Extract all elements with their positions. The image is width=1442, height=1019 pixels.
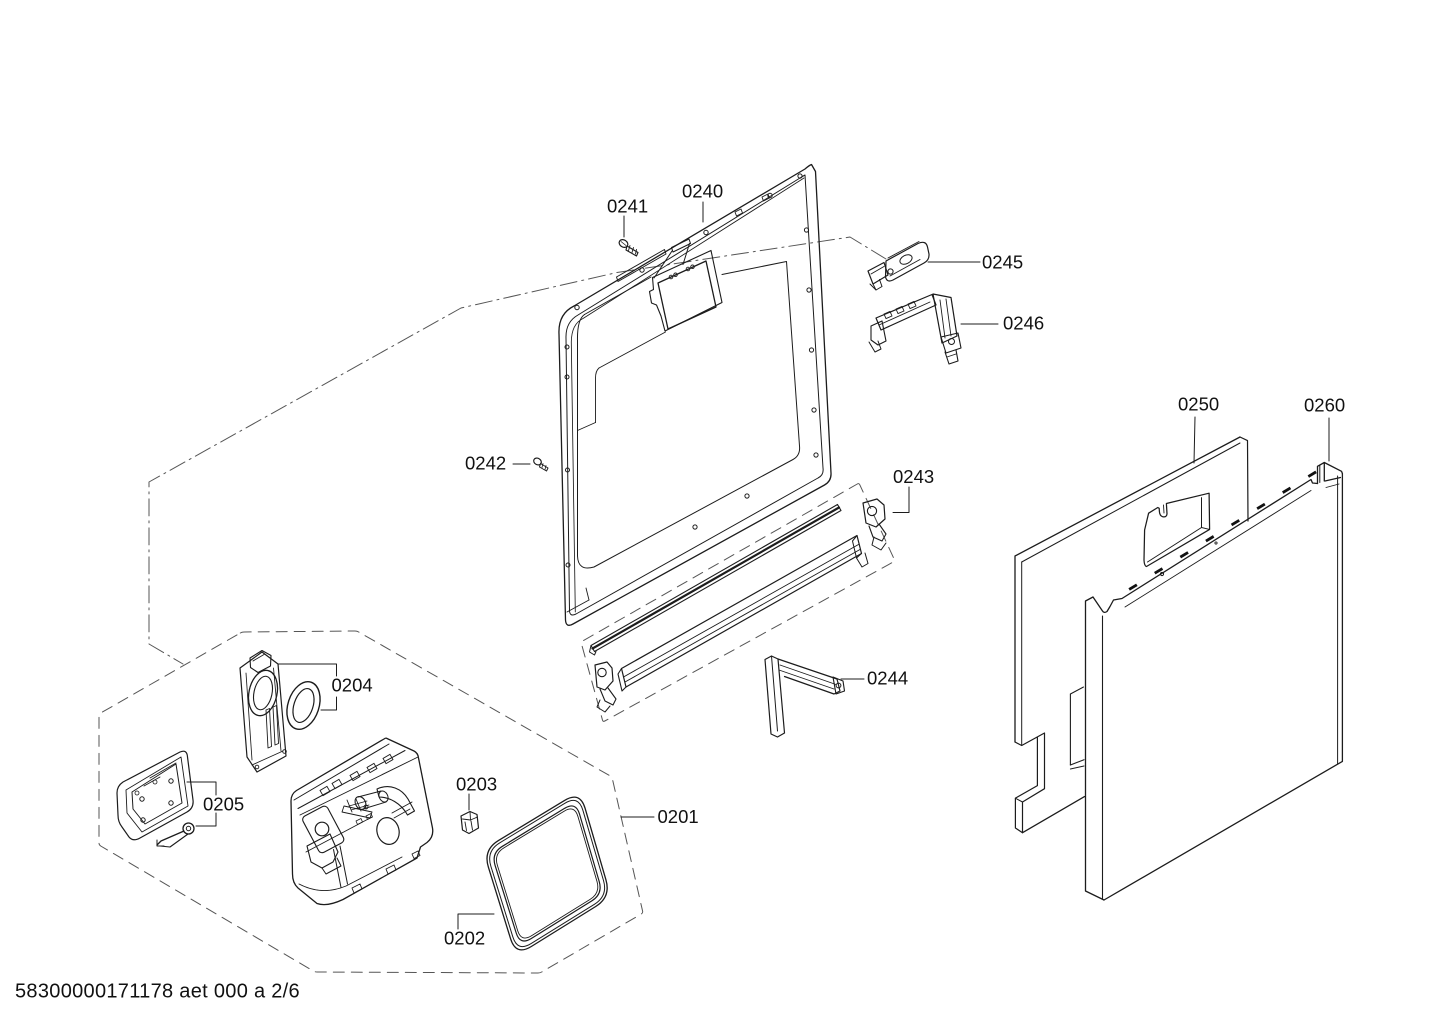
svg-text:0205: 0205 [203,794,244,815]
svg-text:0240: 0240 [682,181,723,202]
svg-text:0202: 0202 [444,928,485,949]
svg-text:0241: 0241 [607,196,648,217]
svg-text:0203: 0203 [456,774,497,795]
svg-text:0242: 0242 [465,453,506,474]
svg-text:0243: 0243 [893,466,934,487]
svg-text:0244: 0244 [867,668,908,689]
svg-text:0260: 0260 [1304,395,1345,416]
svg-text:0250: 0250 [1178,394,1219,415]
svg-text:0201: 0201 [658,806,699,827]
svg-text:0204: 0204 [332,675,373,696]
svg-text:58300000171178 aet 000 a 2/6: 58300000171178 aet 000 a 2/6 [15,981,300,1003]
svg-text:0245: 0245 [982,252,1023,273]
svg-text:0246: 0246 [1003,313,1044,334]
